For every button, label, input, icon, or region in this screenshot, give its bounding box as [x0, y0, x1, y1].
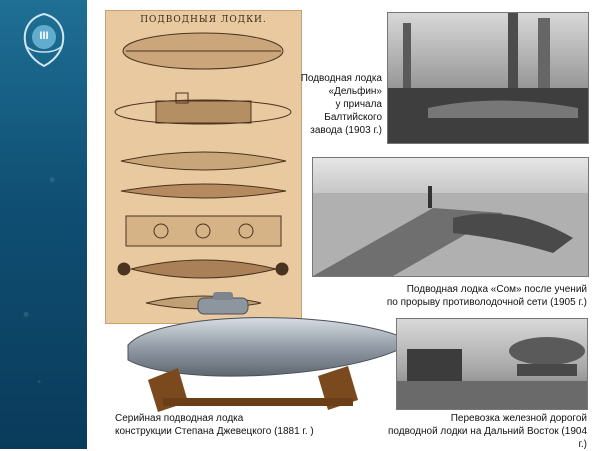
caption-line: «Дельфин»	[328, 86, 382, 97]
photo-rail-transport	[396, 318, 588, 410]
caption-line: по прорыву противолодочной сети (1905 г.…	[386, 297, 587, 308]
plate-drawings	[114, 32, 292, 310]
dzhevetsky-submarine-model	[127, 292, 414, 412]
caption-dzhevetsky: Серийная подводная лодка конструкции Сте…	[115, 412, 335, 438]
sidebar-background: III	[0, 0, 87, 449]
plate-title: ПОДВОДНЫЯ ЛОДКИ.	[140, 15, 267, 25]
caption-line: завода (1903 г.)	[310, 125, 382, 136]
caption-line: Подводная лодка «Сом» после учений	[406, 284, 587, 295]
caption-line: подводной лодки на Дальний Восток (1904 …	[388, 426, 587, 450]
caption-line: у причала	[335, 99, 382, 110]
caption-dolphin: Подводная лодка «Дельфин» у причала Балт…	[300, 72, 382, 137]
caption-line: Перевозка железной дорогой	[450, 413, 587, 424]
caption-line: Серийная подводная лодка	[115, 413, 244, 424]
emblem-icon	[23, 12, 65, 68]
photo-dolphin-at-pier	[387, 12, 589, 144]
submarine-plate-illustration: ПОДВОДНЫЯ ЛОДКИ.	[105, 10, 302, 324]
photo-som-after-exercise	[312, 157, 589, 277]
logo-text: III	[39, 30, 49, 42]
caption-railway: Перевозка железной дорогой подводной лод…	[380, 412, 587, 451]
caption-line: Подводная лодка	[300, 73, 382, 84]
caption-line: Балтийского	[324, 112, 382, 123]
caption-som: Подводная лодка «Сом» после учений по пр…	[380, 283, 587, 309]
logo: III	[16, 10, 72, 70]
caption-line: конструкции Степана Джевецкого (1881 г. …	[115, 426, 314, 437]
